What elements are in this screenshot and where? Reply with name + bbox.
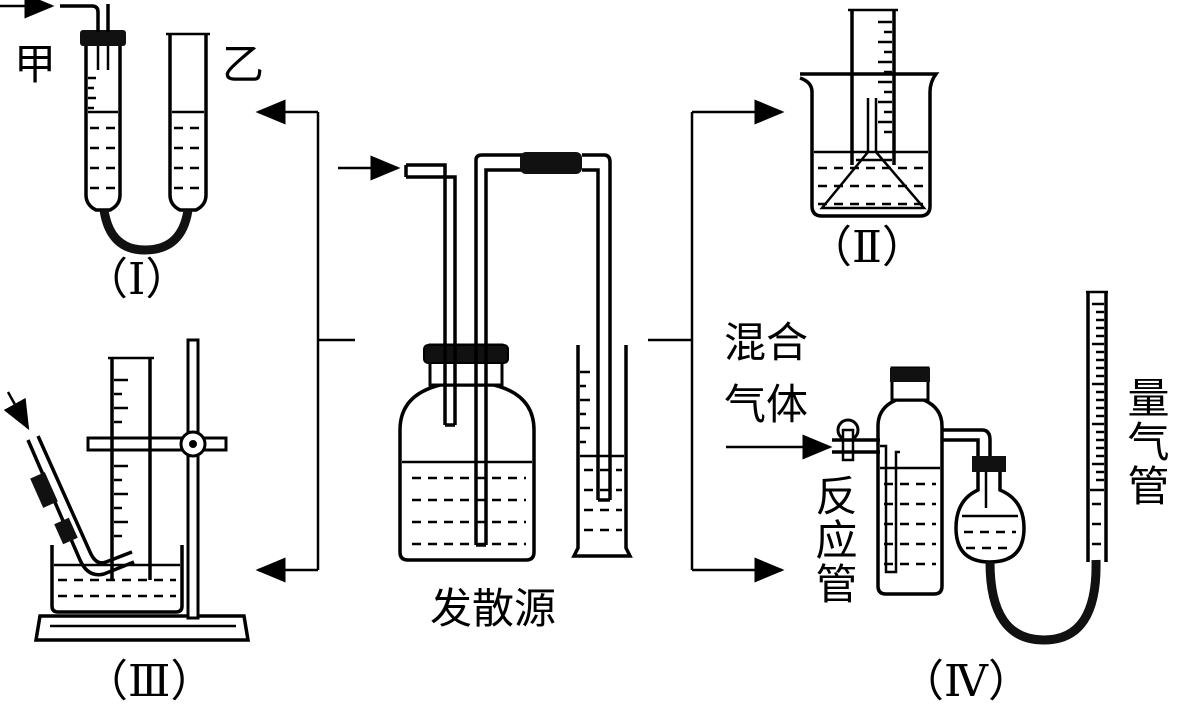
- caption-I: （Ⅰ）: [84, 254, 190, 305]
- caption-III: （Ⅲ）: [84, 656, 215, 707]
- label-gas-tube: 量气管: [1121, 376, 1170, 508]
- source-apparatus: [338, 152, 633, 562]
- label-yi: 乙: [222, 40, 265, 89]
- right-connector-arrows: [648, 99, 785, 583]
- left-connector-arrows: [255, 99, 355, 583]
- label-jia: 甲: [14, 40, 57, 89]
- apparatus-IV: [726, 290, 1108, 645]
- label-source: 发散源: [430, 584, 557, 633]
- label-reaction-tube: 反应管: [809, 474, 858, 606]
- caption-IV: （Ⅳ）: [900, 656, 1032, 707]
- apparatus-I: [0, 0, 210, 255]
- apparatus-III: [3, 338, 251, 642]
- apparatus-II: [799, 8, 940, 218]
- label-mixed-gas: 混合气体: [724, 318, 809, 429]
- caption-II: （Ⅱ）: [808, 222, 926, 273]
